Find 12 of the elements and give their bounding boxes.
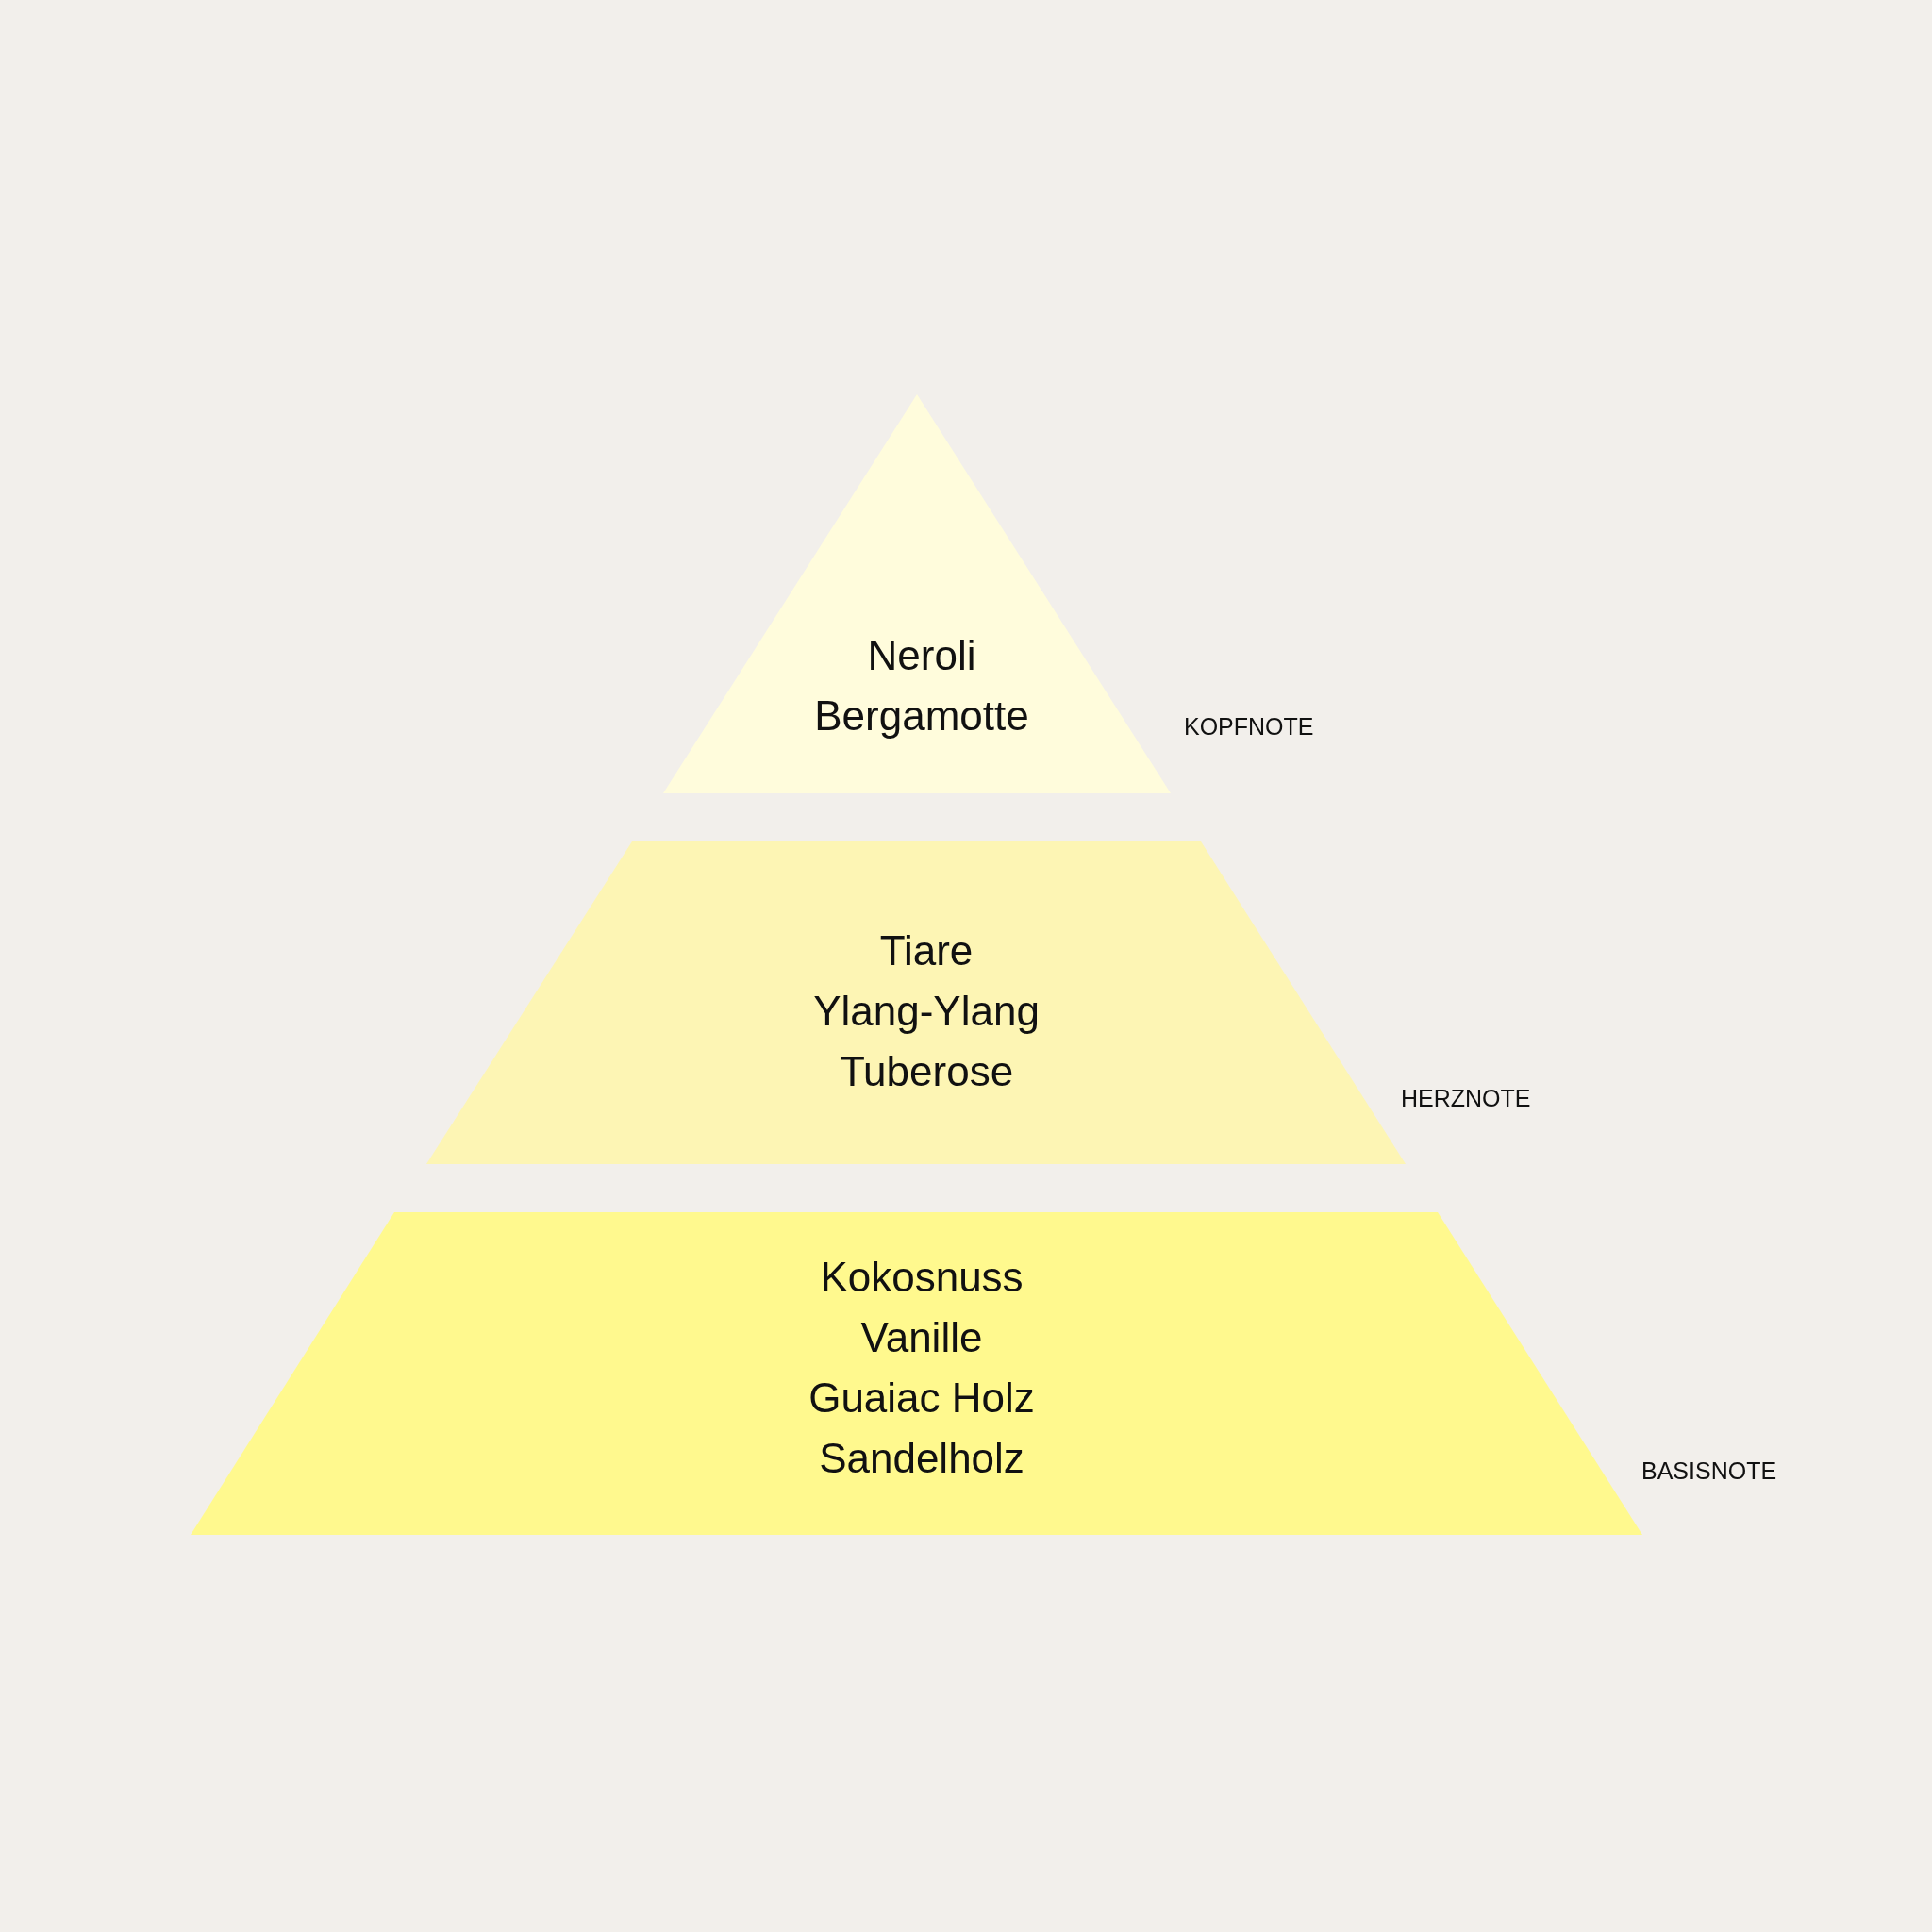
- ingredient-text: Vanille: [860, 1313, 983, 1362]
- note-level-label: KOPFNOTE: [1184, 712, 1314, 741]
- ingredient-text: Ylang-Ylang: [813, 987, 1040, 1036]
- ingredient-text: Kokosnuss: [820, 1253, 1024, 1302]
- ingredient-text: Tuberose: [839, 1047, 1014, 1096]
- ingredient-text: Tiare: [879, 926, 974, 975]
- note-level-label: BASISNOTE: [1641, 1457, 1777, 1485]
- ingredient-text: Guaiac Holz: [808, 1374, 1035, 1423]
- ingredient-text: Sandelholz: [819, 1434, 1024, 1483]
- ingredient-text: Neroli: [867, 631, 976, 680]
- ingredient-text: Bergamotte: [814, 691, 1029, 741]
- note-level-label: HERZNOTE: [1401, 1084, 1531, 1112]
